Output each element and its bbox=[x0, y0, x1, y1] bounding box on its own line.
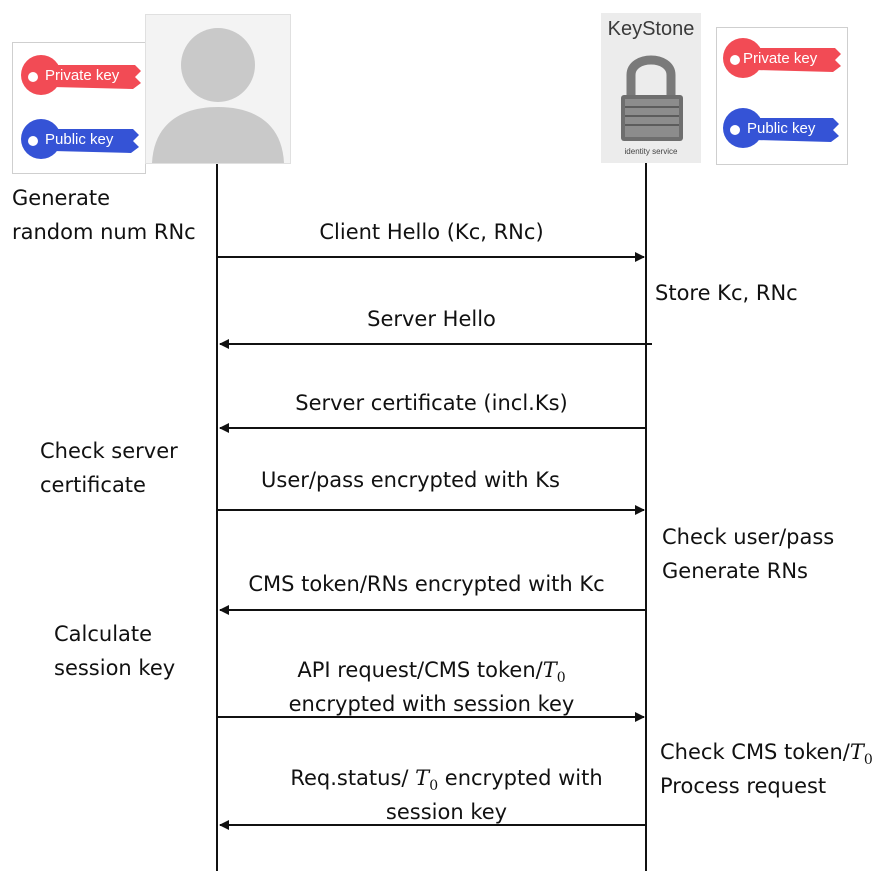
server-public-key-icon: Public key bbox=[723, 108, 839, 148]
server-note-store: Store Kc, RNc bbox=[655, 281, 798, 305]
message-client-hello: Client Hello (Kc, RNc) bbox=[319, 220, 544, 244]
client-private-key-label: Private key bbox=[45, 67, 120, 84]
client-private-key-icon: Private key bbox=[21, 55, 141, 95]
keystone-graphic: KeyStone identity service bbox=[608, 18, 695, 156]
padlock-icon bbox=[621, 55, 683, 141]
server-public-key-label: Public key bbox=[747, 120, 816, 137]
client-public-key-icon: Public key bbox=[21, 119, 139, 159]
check-cms-text: Check CMS token/ bbox=[660, 740, 850, 764]
server-private-key-label: Private key bbox=[743, 50, 818, 67]
server-private-key-icon: Private key bbox=[723, 38, 841, 78]
message-server-hello: Server Hello bbox=[367, 307, 496, 331]
keystone-server-box: KeyStone identity service bbox=[601, 13, 701, 163]
server-note-check-user-line2: Generate RNs bbox=[662, 559, 808, 583]
keystone-subtitle: identity service bbox=[625, 147, 678, 156]
server-keys-graphic: Private key Public key bbox=[723, 38, 841, 148]
server-note-check-user-line1: Check user/pass bbox=[662, 525, 835, 549]
client-keys-card: Private key Public key bbox=[12, 42, 146, 174]
client-keys-graphic: Private key Public key bbox=[21, 55, 141, 159]
req-status-text-tail: encrypted with bbox=[438, 766, 603, 790]
message-req-status-line1: Req.status/ T0 encrypted with bbox=[232, 762, 661, 803]
client-note-generate-line1: Generate bbox=[12, 186, 111, 210]
message-user-pass: User/pass encrypted with Ks bbox=[261, 468, 560, 492]
t0-symbol: T0 bbox=[542, 658, 566, 687]
client-note-calculate-line1: Calculate bbox=[54, 622, 153, 646]
message-req-status-line2: session key bbox=[385, 800, 508, 824]
server-note-process-request: Process request bbox=[660, 774, 827, 798]
client-note-calculate-line2: session key bbox=[54, 656, 176, 680]
client-note-check-cert-line2: certificate bbox=[40, 473, 146, 497]
message-api-request-line2: encrypted with session key bbox=[288, 692, 575, 716]
user-icon bbox=[152, 28, 284, 163]
client-public-key-label: Public key bbox=[45, 131, 114, 148]
server-keys-card: Private key Public key bbox=[716, 27, 848, 165]
message-server-certificate: Server certificate (incl.Ks) bbox=[295, 391, 568, 415]
client-note-check-cert-line1: Check server bbox=[40, 439, 178, 463]
server-note-check-cms-line1: Check CMS token/T0 bbox=[660, 736, 873, 777]
api-request-text: API request/CMS token/ bbox=[297, 658, 543, 682]
t0-symbol: T0 bbox=[415, 766, 439, 795]
client-note-generate-line2: random num RNc bbox=[12, 220, 196, 244]
req-status-text: Req.status/ bbox=[290, 766, 416, 790]
message-cms-token: CMS token/RNs encrypted with Kc bbox=[248, 572, 605, 596]
keystone-title: KeyStone bbox=[608, 18, 695, 40]
client-avatar bbox=[145, 14, 291, 164]
t0-symbol: T0 bbox=[849, 740, 873, 769]
message-api-request-line1: API request/CMS token/T0 bbox=[217, 654, 646, 695]
